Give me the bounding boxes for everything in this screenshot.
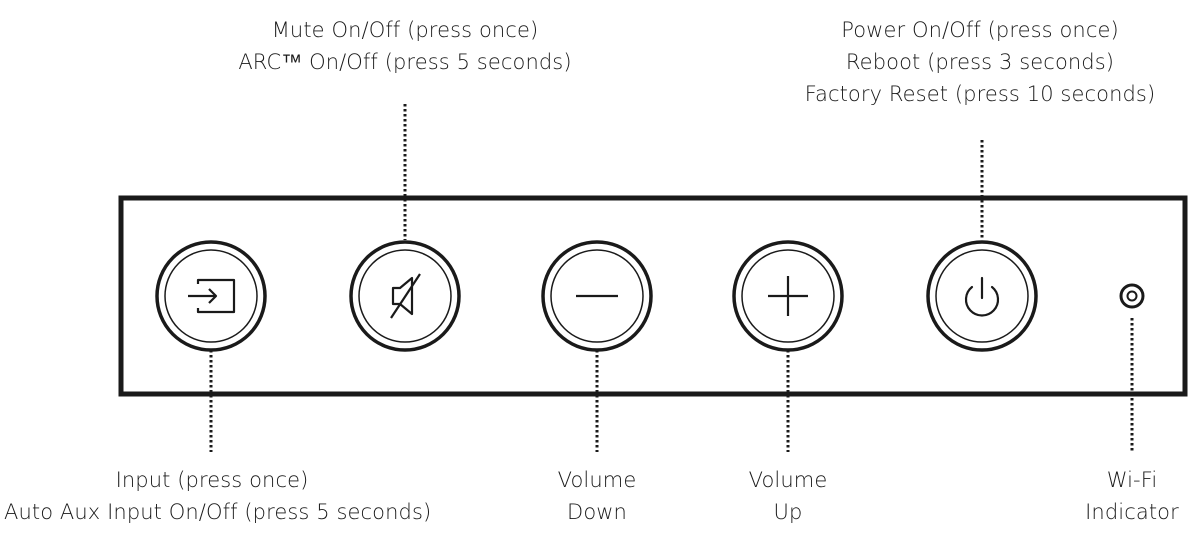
power-icon [964, 276, 1000, 317]
mute-button[interactable] [349, 240, 461, 352]
mute-callout-line-1: Mute On/Off (press once) [271, 18, 539, 42]
plus-icon [768, 276, 808, 316]
wifi-callout-label: Wi-Fi Indicator [1072, 464, 1192, 528]
input-callout-label: Input (press once) Auto Aux Input On/Off… [4, 464, 432, 528]
volume-down-callout-label: Volume Down [537, 464, 657, 528]
mute-icon [390, 273, 421, 319]
wifi-indicator [1119, 283, 1145, 309]
volume-down-callout-line-1: Volume [557, 468, 637, 492]
input-callout-line-1: Input (press once) [115, 468, 309, 492]
volume-down-button[interactable] [541, 240, 653, 352]
volume-up-callout-line-1: Volume [748, 468, 828, 492]
wifi-indicator-icon [1119, 283, 1145, 309]
button-panel [118, 195, 1188, 397]
volume-up-callout-line-2: Up [773, 500, 803, 524]
power-callout-line-2: Reboot (press 3 seconds) [845, 50, 1115, 74]
volume-down-callout-line-2: Down [567, 500, 627, 524]
volume-up-button[interactable] [732, 240, 844, 352]
power-callout-label: Power On/Off (press once) Reboot (press … [770, 14, 1190, 110]
wifi-callout-line-2: Indicator [1085, 500, 1179, 524]
input-callout-line-2: Auto Aux Input On/Off (press 5 seconds) [4, 500, 432, 524]
mute-callout-label: Mute On/Off (press once) ARC™ On/Off (pr… [180, 14, 630, 78]
input-button[interactable] [155, 240, 267, 352]
mute-callout-line-2: ARC™ On/Off (press 5 seconds) [238, 50, 572, 74]
power-button[interactable] [926, 240, 1038, 352]
wifi-callout-line-1: Wi-Fi [1106, 468, 1158, 492]
power-callout-line-3: Factory Reset (press 10 seconds) [804, 82, 1156, 106]
input-icon [188, 278, 236, 314]
power-callout-line-1: Power On/Off (press once) [841, 18, 1119, 42]
volume-up-callout-label: Volume Up [728, 464, 848, 528]
